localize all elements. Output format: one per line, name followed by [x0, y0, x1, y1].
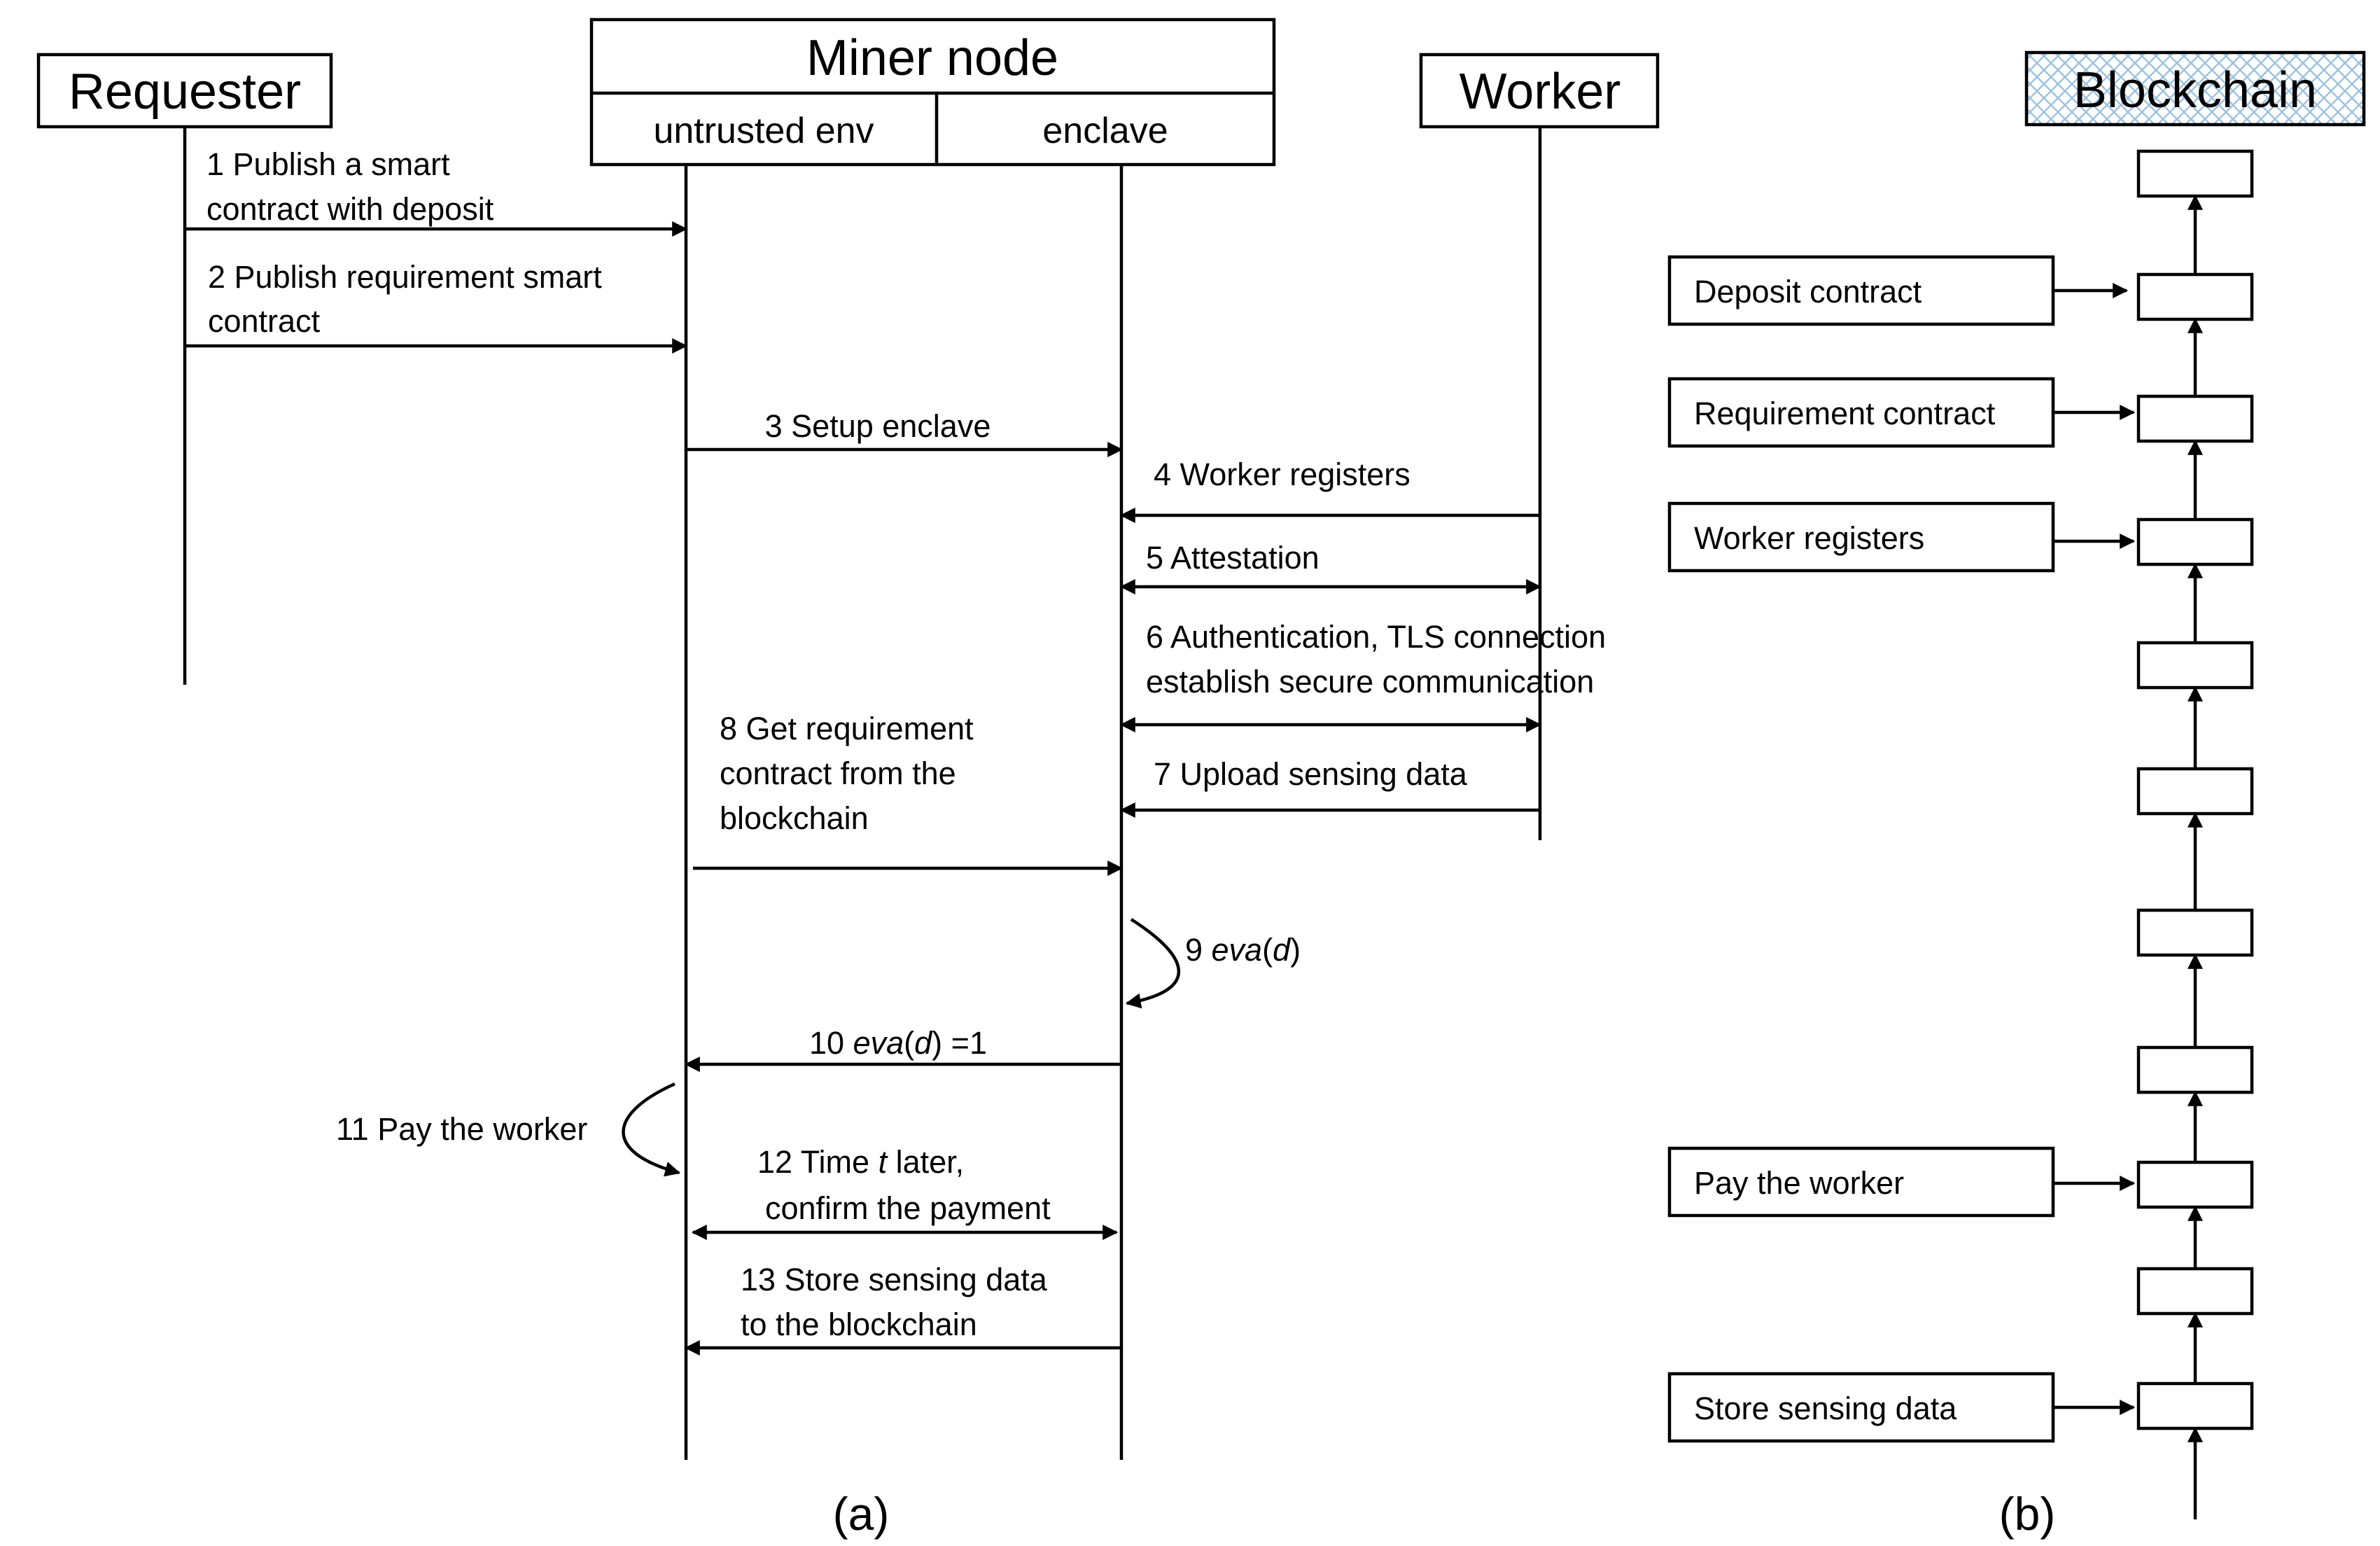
message-11-self-arrow [622, 1082, 681, 1177]
miner-node-label: Miner node [806, 30, 1058, 86]
panel-b: Blockchain Deposit contract Requirement … [1667, 50, 2366, 1540]
panel-a-caption: (a) [833, 1488, 890, 1540]
requester-participant: Requester [36, 53, 333, 685]
block [2136, 1267, 2254, 1316]
message-12: 12 Time t later, confirm the payment [691, 1144, 1119, 1240]
contract-store-sensing-data-label: Store sensing data [1694, 1391, 1957, 1426]
message-2-line-2: contract [208, 303, 321, 339]
message-9-label: 9 eva(d) [1185, 932, 1301, 968]
message-12-line-1: 12 Time t later, [757, 1144, 964, 1180]
contract-pay-worker-label: Pay the worker [1694, 1165, 1904, 1201]
blockchain-header-box [2024, 50, 2366, 127]
message-11: 11 Pay the worker [336, 1082, 681, 1177]
panel-a: Requester Miner node untrusted env encla… [36, 18, 1660, 1540]
blockchain-label: Blockchain [2073, 62, 2317, 118]
message-1-line-2: contract with deposit [206, 191, 494, 227]
untrusted-env-label: untrusted env [653, 111, 874, 151]
block [2136, 908, 2254, 957]
contract-requirement-label: Requirement contract [1694, 396, 1996, 431]
message-8: 8 Get requirement contract from the bloc… [693, 711, 1124, 876]
message-6-line-1: 6 Authentication, TLS connection [1146, 619, 1606, 655]
message-6: 6 Authentication, TLS connection establi… [1119, 619, 1606, 732]
message-1-line-1: 1 Publish a smart [206, 146, 450, 182]
requester-label: Requester [69, 64, 301, 120]
message-9-self-arrow [1125, 918, 1181, 1009]
contract-deposit: Deposit contract [1667, 255, 2129, 326]
message-5: 5 Attestation [1119, 540, 1542, 594]
message-2: 2 Publish requirement smart contract [185, 259, 688, 354]
message-4-label: 4 Worker registers [1154, 457, 1410, 492]
message-9: 9 eva(d) [1125, 918, 1301, 1009]
contract-requirement: Requirement contract [1667, 377, 2136, 448]
message-13: 13 Store sensing data to the blockchain [684, 1262, 1121, 1356]
message-8-line-1: 8 Get requirement [720, 711, 974, 746]
worker-participant: Worker [1419, 53, 1660, 840]
message-13-line-1: 13 Store sensing data [741, 1262, 1048, 1297]
message-8-line-2: contract from the [720, 755, 956, 791]
contract-deposit-label: Deposit contract [1694, 274, 1922, 309]
panel-b-caption: (b) [1999, 1488, 2056, 1540]
message-7: 7 Upload sensing data [1119, 756, 1540, 818]
contract-store-sensing-data: Store sensing data [1667, 1372, 2136, 1443]
message-1: 1 Publish a smart contract with deposit [185, 146, 688, 237]
contract-worker-registers-label: Worker registers [1694, 520, 1924, 556]
enclave-label: enclave [1042, 111, 1168, 151]
block [2136, 149, 2254, 198]
block [2136, 1045, 2254, 1094]
block [2136, 517, 2254, 566]
block-chain [2136, 149, 2254, 1519]
message-4: 4 Worker registers [1119, 457, 1540, 523]
block [2136, 1381, 2254, 1430]
block [2136, 394, 2254, 443]
miner-node-participant: Miner node untrusted env enclave [589, 18, 1276, 1460]
message-6-line-2: establish secure communication [1146, 664, 1594, 699]
message-10-label: 10 eva(d) =1 [809, 1025, 987, 1061]
worker-label: Worker [1460, 64, 1621, 120]
contract-worker-registers: Worker registers [1667, 501, 2136, 573]
message-2-line-1: 2 Publish requirement smart [208, 259, 602, 295]
block [2136, 767, 2254, 816]
message-3-label: 3 Setup enclave [765, 408, 991, 444]
contract-pay-worker: Pay the worker [1667, 1146, 2136, 1218]
block [2136, 1160, 2254, 1209]
message-7-label: 7 Upload sensing data [1154, 756, 1468, 792]
message-8-line-3: blockchain [720, 800, 869, 836]
message-5-label: 5 Attestation [1146, 540, 1320, 576]
message-10: 10 eva(d) =1 [684, 1025, 1121, 1072]
block [2136, 272, 2254, 321]
message-12-line-2: confirm the payment [765, 1190, 1051, 1226]
block [2136, 641, 2254, 690]
message-3: 3 Setup enclave [686, 408, 1124, 457]
message-13-line-2: to the blockchain [741, 1307, 977, 1342]
message-11-label: 11 Pay the worker [336, 1111, 587, 1147]
